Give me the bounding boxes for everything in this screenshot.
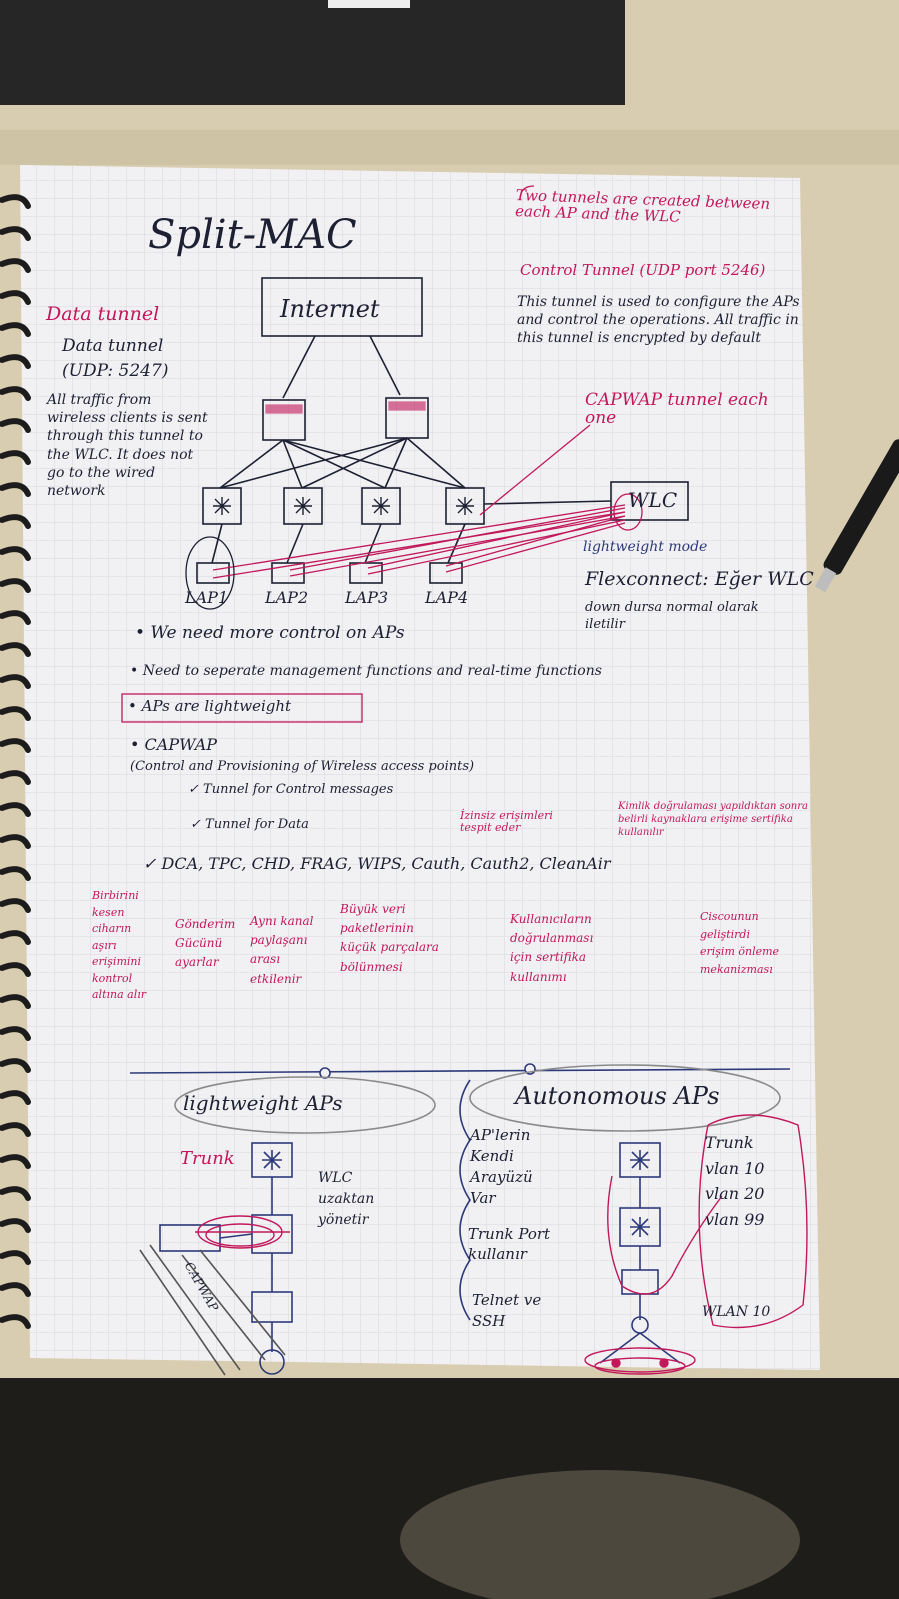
control-tunnel-desc: This tunnel is used to configure the APs… xyxy=(517,294,800,347)
cleanair-note: Ciscounun geliştirdi erişim önleme mekan… xyxy=(700,910,780,976)
bullet-6: ✓ Tunnel for Control messages xyxy=(188,782,394,797)
data-tunnel-title: Data tunnel xyxy=(46,303,160,325)
bullet-3: • APs are lightweight xyxy=(128,697,292,715)
wlc-remote-note: WLC uzaktan yönetir xyxy=(318,1170,375,1228)
trunk-vlans: Trunk vlan 10 vlan 20 vlan 99 xyxy=(705,1133,765,1229)
data-tunnel-sub: Data tunnel xyxy=(62,336,164,356)
trunk-port-note: Trunk Port kullanır xyxy=(468,1225,551,1263)
lap3-label: LAP3 xyxy=(345,588,389,607)
lightweight-diagram xyxy=(139,1142,293,1376)
control-tunnel-label: Control Tunnel (UDP port 5246) xyxy=(520,261,766,279)
bullet-2: • Need to seperate management functions … xyxy=(130,663,602,679)
capwap-tunnel-note: CAPWAP tunnel each one xyxy=(585,390,769,428)
lap4-box xyxy=(429,562,463,584)
data-tunnel-desc: All traffic from wireless clients is sen… xyxy=(47,392,208,499)
router-2-hatch xyxy=(388,401,426,411)
lightweight-mode-label: lightweight mode xyxy=(583,539,708,555)
cauth-note: Kullanıcıların doğrulanması için sertifi… xyxy=(510,912,594,984)
telnet-note: Telnet ve SSH xyxy=(472,1291,542,1330)
bullet-4: • CAPWAP xyxy=(130,735,218,754)
functions-list: ✓ DCA, TPC, CHD, FRAG, WIPS, Cauth, Caut… xyxy=(143,854,611,873)
lightweight-aps-title: lightweight APs xyxy=(183,1091,343,1115)
chd-note: Aynı kanal paylaşanı arası etkilenir xyxy=(250,914,314,986)
lap1-box xyxy=(196,562,230,584)
ap-gui-note: AP'lerin Kendi Arayüzü Var xyxy=(470,1126,533,1207)
bullet-1: • We need more control on APs xyxy=(135,623,405,643)
frag-note: Büyük veri paketlerinin küçük parçalara … xyxy=(340,902,439,974)
bullet-7: ✓ Tunnel for Data xyxy=(190,817,309,832)
data-tunnel-udp: (UDP: 5247) xyxy=(62,361,169,381)
laptop-edge xyxy=(0,0,625,105)
internet-label: Internet xyxy=(280,295,380,323)
trunk-label: Trunk xyxy=(180,1148,235,1169)
cauth2-note: Kimlik doğrulaması yapıldıktan sonra bel… xyxy=(618,801,808,838)
lap1-label: LAP1 xyxy=(185,588,229,607)
switch-star-icons xyxy=(213,497,474,515)
network-diagram xyxy=(196,277,689,584)
internet-box xyxy=(261,277,423,337)
wlan-label: WLAN 10 xyxy=(702,1304,771,1320)
tpc-note: Gönderim Gücünü ayarlar xyxy=(175,917,236,970)
lap2-label: LAP2 xyxy=(265,588,309,607)
wlc-label: WLC xyxy=(628,488,678,512)
bullet-5: (Control and Provisioning of Wireless ac… xyxy=(130,759,475,774)
page-title: Split-MAC xyxy=(148,212,357,258)
spiral-binding xyxy=(0,194,31,1329)
pen xyxy=(814,439,899,593)
wips-note: İzinsiz erişimleri tespit eder xyxy=(460,809,553,834)
flexconnect-label: Flexconnect: Eğer WLC xyxy=(585,568,814,590)
lap4-label: LAP4 xyxy=(425,588,469,607)
lightweight-box xyxy=(121,693,363,723)
capwap-tunnels xyxy=(121,185,643,723)
router-1-hatch xyxy=(265,404,303,414)
lap1-circle xyxy=(185,536,235,610)
flexconnect-desc: down dursa normal olarak iletilir xyxy=(585,600,759,632)
section-divider xyxy=(129,1063,791,1321)
dca-note: Birbirini kesen ciharın aşırı erişimini … xyxy=(92,889,147,1001)
autonomous-aps-title: Autonomous APs xyxy=(515,1082,720,1110)
